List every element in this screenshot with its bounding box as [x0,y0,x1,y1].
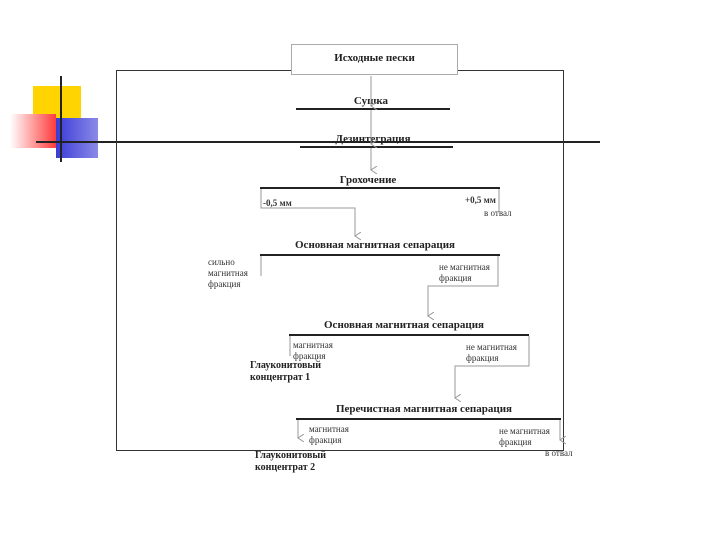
screening-minus-branch [260,189,355,236]
main-sep-2-bar [289,334,529,336]
main-sep-1-nonmagnetic-branch [428,256,499,316]
cleaner-sep-nonmagnetic-dest: в отвал [545,448,573,458]
screening-title: Грохочение [339,174,397,186]
screening-bar [260,187,500,189]
disintegration-title: Дезинтеграция [335,133,411,145]
main-sep-2-magnetic-label: магнитная фракция [293,340,333,361]
cleaner-sep-magnetic-label: магнитная фракция [309,424,349,445]
main-sep-1-magnetic-label: сильно магнитная фракция [208,257,248,289]
decor-blue-square [56,118,98,158]
screening-minus-label: -0,5 мм [263,198,292,208]
main-sep-1-title: Основная магнитная сепарация [295,239,455,251]
decor-horizontal-line [36,141,600,143]
cleaner-sep-nonmagnetic-label: не магнитная фракция [499,426,550,447]
main-sep-2-nonmagnetic-label: не магнитная фракция [466,342,517,363]
main-sep-1-bar [260,254,500,256]
source-box [291,44,458,75]
main-sep-2-nonmagnetic-branch [455,336,530,398]
concentrate-1-label: Глауконитовый концентрат 1 [250,360,321,383]
decor-vertical-line [60,76,62,162]
cleaner-sep-title: Перечистная магнитная сепарация [335,403,513,415]
cleaner-sep-bar [296,418,561,420]
source-title: Исходные пески [334,52,415,64]
concentrate-2-label: Глауконитовый концентрат 2 [255,450,326,473]
screening-plus-dest: в отвал [484,208,512,218]
main-sep-2-title: Основная магнитная сепарация [324,319,484,331]
screening-plus-label: +0,5 мм [465,195,496,205]
main-sep-1-nonmagnetic-label: не магнитная фракция [439,262,490,283]
